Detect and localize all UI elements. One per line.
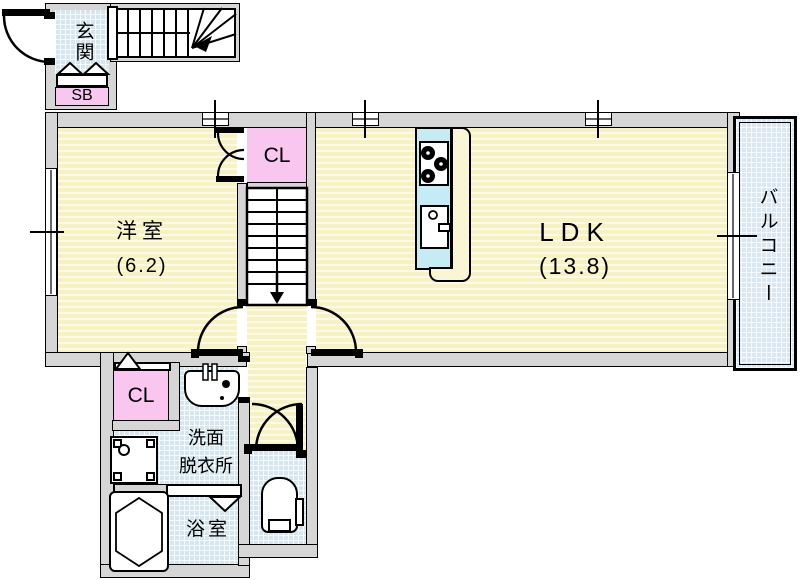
sink-tab — [438, 223, 451, 232]
toilet-doors — [244, 402, 306, 458]
window-ticks — [30, 100, 757, 298]
folding-door-v — [207, 496, 243, 513]
ldk-label: LDK — [539, 216, 611, 247]
bathroom-label: 浴室 — [185, 518, 230, 540]
ldk-floor — [316, 128, 727, 352]
balcony-label: バルコニー — [756, 187, 778, 307]
entrance-floor — [55, 10, 109, 75]
ldk-size: (13.8) — [538, 253, 612, 280]
toilet-bottom-wall — [238, 544, 318, 558]
closet-lower-door — [114, 362, 171, 371]
counter-wrap — [429, 127, 471, 282]
entrance-door-gap — [45, 18, 56, 60]
western-room-label: 洋室 — [116, 220, 168, 244]
closet-lower-label: CL — [127, 384, 155, 408]
entrance-label: 玄関 — [72, 21, 94, 63]
washing-pan-corner-bl — [113, 472, 122, 481]
sink-faucet — [428, 210, 438, 220]
toilet-lever — [295, 498, 304, 526]
closet-lower-floor — [114, 371, 168, 420]
ldk-door — [307, 299, 363, 358]
closet-lower-marker — [114, 351, 142, 370]
shoe-shelf-peaks — [55, 61, 111, 75]
washing-pan-corner-tl — [113, 439, 122, 448]
staircase-middle-lines — [245, 186, 309, 307]
toilet-tank — [268, 519, 291, 532]
washing-pan-corner-br — [146, 472, 155, 481]
washing-pan-corner-tr — [146, 439, 155, 448]
shoe-box-label: SB — [71, 86, 93, 104]
folding-bath-door — [166, 484, 242, 497]
washbasin-faucet — [202, 363, 230, 400]
bathtub-inner — [115, 496, 163, 568]
staircase-upper-lines — [116, 7, 237, 58]
western-room-door — [191, 299, 247, 358]
shoe-box-floor — [55, 87, 109, 106]
western-room-size: (6.2) — [116, 255, 168, 277]
washing-pan-drain — [118, 444, 130, 456]
western-room-floor — [58, 128, 237, 352]
closet-lower-bottom-wall — [112, 420, 180, 431]
closet-upper-label: CL — [263, 144, 291, 168]
hallway-floor-upper — [247, 305, 307, 352]
washroom-label-2: 脱衣所 — [179, 456, 233, 477]
balcony — [733, 116, 797, 371]
entrance-door — [2, 9, 55, 65]
closet-double-doors — [216, 127, 245, 182]
washroom-door-jambs — [238, 356, 250, 403]
closet-upper-floor — [247, 128, 307, 183]
washroom-label-1: 洗面 — [188, 428, 224, 449]
stove-burners — [421, 146, 448, 183]
